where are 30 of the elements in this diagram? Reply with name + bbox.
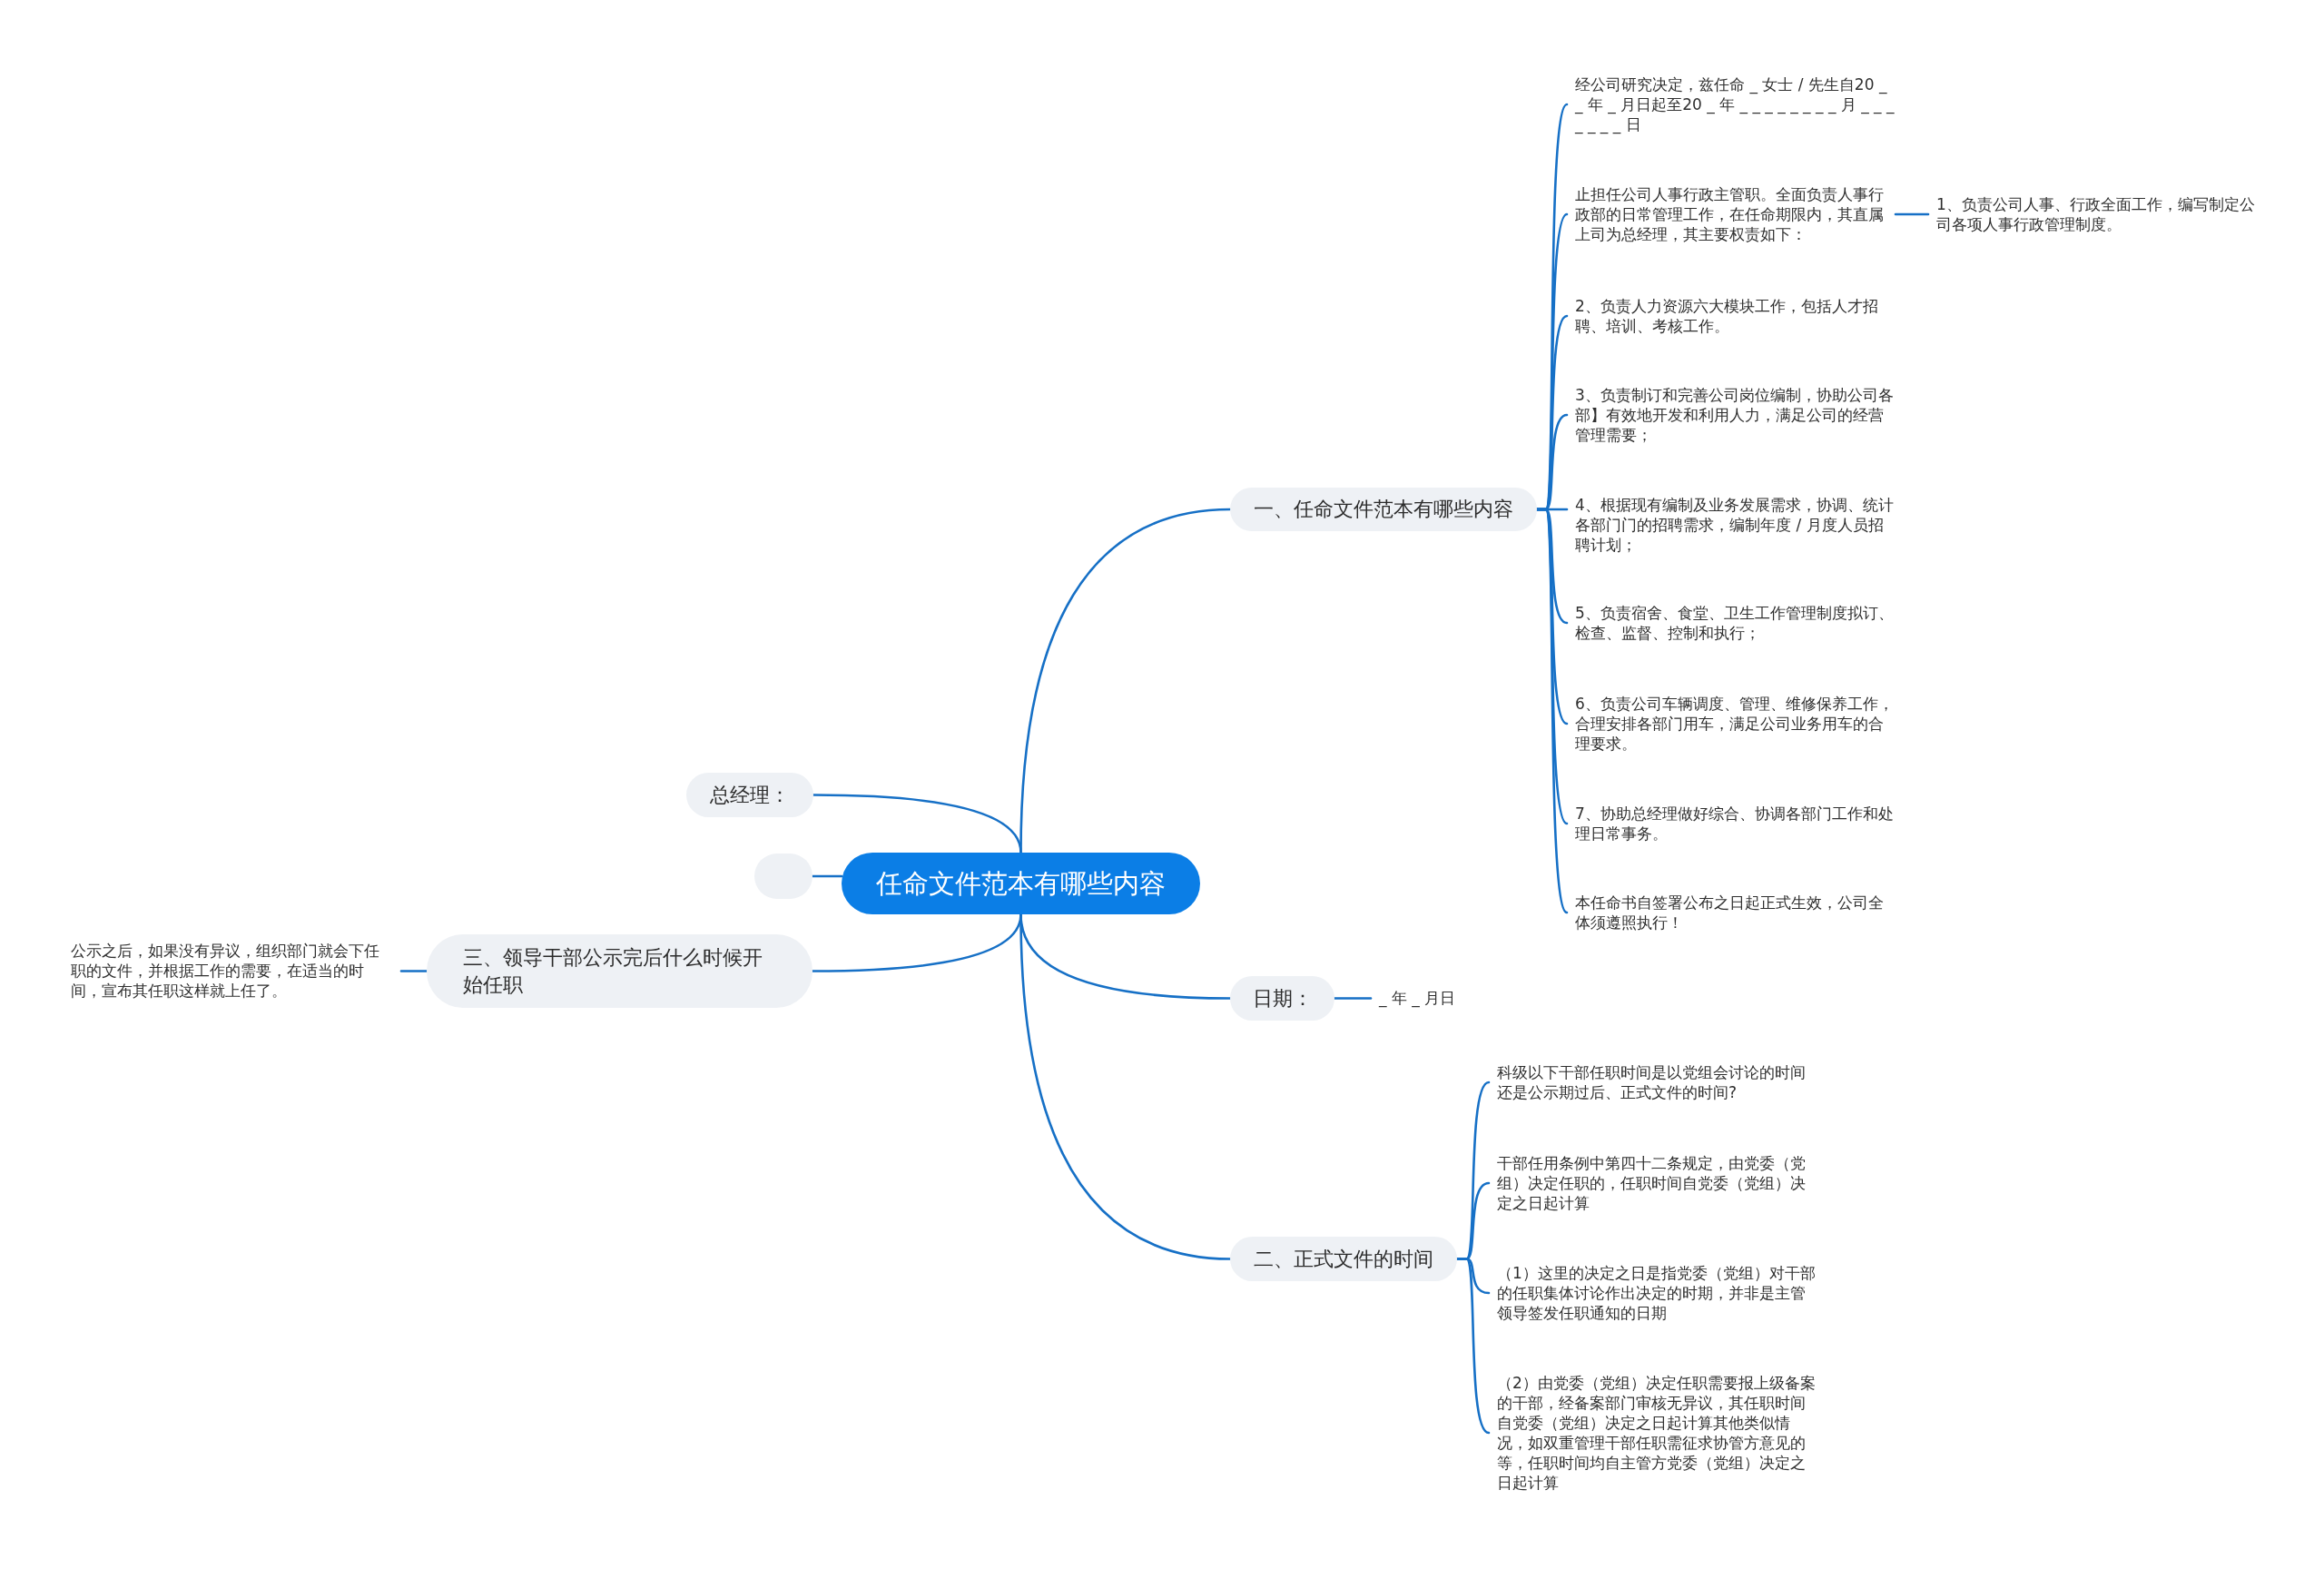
empty-topic-box <box>754 854 812 899</box>
topic-text: _ 年 _ 月日 <box>1371 988 1456 1008</box>
connector-line <box>1333 997 1373 1000</box>
topic-text: 干部任用条例中第四十二条规定，由党委（党组）决定任职的，任职时间自党委（党组）决定之日起计算 <box>1489 1153 1819 1213</box>
connector-line <box>1019 913 1232 1260</box>
topic-box: 三、领导干部公示完后什么时候开始任职 <box>427 934 812 1008</box>
topic-text: 科级以下干部任职时间是以党组会讨论的时间还是公示期过后、正式文件的时间? <box>1489 1062 1819 1102</box>
connector-line <box>399 970 428 972</box>
topic-text: 止担任公司人事行政主管职。全面负责人事行政部的日常管理工作，在任命期限内，其直属上司为总经理，其主要权责如下： <box>1567 184 1896 244</box>
topic-text: 公示之后，如果没有异议，组织部门就会下任职的文件，并根据工作的需要，在适当的时间，宣布其任职这样就上任了。 <box>71 941 401 1001</box>
central-topic: 任命文件范本有哪些内容 <box>842 853 1200 914</box>
topic-text: 6、负责公司车辆调度、管理、维修保养工作，合理安排各部门用车，满足公司业务用车的合理要求。 <box>1567 694 1896 754</box>
topic-box: 一、任命文件范本有哪些内容 <box>1230 488 1537 531</box>
topic-text: 4、根据现有编制及业务发展需求，协调、统计各部门门的招聘需求，编制年度 / 月度人员招聘计划； <box>1567 495 1896 555</box>
topic-text: （1）这里的决定之日是指党委（党组）对干部的任职集体讨论作出决定的时期，并非是主管领导签发任职通知的日期 <box>1489 1263 1819 1323</box>
topic-box: 日期： <box>1230 976 1334 1021</box>
topic-text: 5、负责宿舍、食堂、卫生工作管理制度拟订、检查、监督、控制和执行； <box>1567 603 1896 643</box>
topic-text: 经公司研究决定，兹任命 _ 女士 / 先生自20 _ _ 年 _ 月日起至20 _ 年 _ _ _ _ _ _ _ _ 月 _ _ _ _ _ _ _ 日 <box>1567 74 1896 134</box>
connector-line <box>1894 212 1930 216</box>
connector-line <box>1455 1258 1491 1435</box>
topic-text: 7、协助总经理做好综合、协调各部门工作和处理日常事务。 <box>1567 804 1896 844</box>
topic-text: 2、负责人力资源六大模块工作，包括人才招聘、培训、考核工作。 <box>1567 296 1896 336</box>
topic-box: 二、正式文件的时间 <box>1230 1237 1457 1281</box>
connector-line <box>811 874 843 878</box>
topic-text: 3、负责制订和完善公司岗位编制，协助公司各部】有效地开发和利用人力，满足公司的经营管理需要； <box>1567 385 1896 445</box>
topic-box: 总经理： <box>686 773 813 817</box>
topic-text: 1、负责公司人事、行政全面工作，编写制定公司各项人事行政管理制度。 <box>1928 194 2259 234</box>
topic-text: （2）由党委（党组）决定任职需要报上级备案的干部，经备案部门审核无异议，其任职时间自党委（党组）决定之日起计算其他类似情况，如双重管理干部任职需征求协管方意见的等，任职时间均自主管方党委（党组）决定之日起计算 <box>1489 1373 1819 1493</box>
topic-text: 本任命书自签署公布之日起正式生效，公司全体须遵照执行！ <box>1567 893 1896 933</box>
connector-line <box>812 794 1022 854</box>
